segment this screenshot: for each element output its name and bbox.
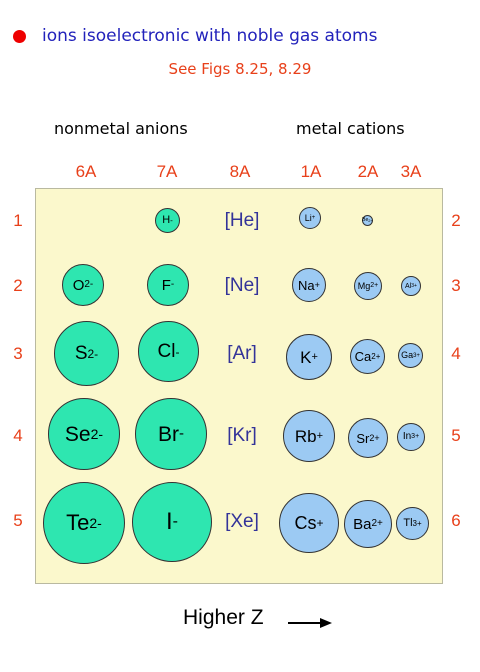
ion-circle-li: Li+ bbox=[299, 207, 321, 229]
period-label-right: 3 bbox=[451, 276, 461, 295]
noble-gas-kr: [Kr] bbox=[227, 425, 257, 446]
group-label-2a: 2A bbox=[357, 162, 379, 181]
ion-circle-rb: Rb+ bbox=[283, 410, 335, 462]
higher-z-label: Higher Z bbox=[183, 606, 264, 629]
ion-circle-f: F- bbox=[147, 264, 189, 306]
ion-circle-cl: Cl- bbox=[138, 321, 199, 382]
group-label-1a: 1A bbox=[300, 162, 322, 181]
period-label-right: 6 bbox=[451, 511, 461, 530]
group-label-7a: 7A bbox=[156, 162, 178, 181]
ion-symbol: Na bbox=[298, 277, 315, 293]
ion-symbol: Ga bbox=[401, 350, 414, 360]
period-label-left: 1 bbox=[13, 211, 23, 230]
ion-symbol: I bbox=[166, 508, 173, 535]
right-arrow-icon bbox=[288, 618, 332, 628]
ion-circle-k: K+ bbox=[286, 334, 332, 380]
ion-symbol: In bbox=[402, 431, 412, 442]
ion-symbol: F bbox=[161, 276, 171, 294]
cations-section-label: metal cations bbox=[296, 119, 405, 138]
ion-symbol: Mg bbox=[357, 280, 371, 291]
ion-symbol: Li bbox=[304, 212, 312, 223]
ion-symbol: Cs bbox=[294, 513, 317, 533]
ion-symbol: S bbox=[74, 343, 88, 364]
period-label-right: 4 bbox=[451, 344, 461, 363]
ion-circle-i: I- bbox=[132, 482, 212, 562]
period-label-left: 5 bbox=[13, 511, 23, 530]
group-label-3a: 3A bbox=[400, 162, 422, 181]
ion-symbol: Rb bbox=[294, 426, 317, 446]
ion-symbol: Al bbox=[405, 282, 412, 290]
noble-gas-ne: [Ne] bbox=[224, 275, 260, 296]
ion-symbol: Ca bbox=[354, 349, 372, 364]
ion-symbol: Ba bbox=[353, 515, 372, 533]
ion-symbol: Cl bbox=[157, 341, 176, 362]
group-label-8a: 8A bbox=[229, 162, 251, 181]
ion-symbol: Tl bbox=[403, 517, 413, 529]
ion-circle-cs: Cs+ bbox=[279, 493, 339, 553]
page-title: ions isoelectronic with noble gas atoms bbox=[42, 26, 378, 46]
anions-section-label: nonmetal anions bbox=[54, 119, 188, 138]
period-label-right: 5 bbox=[451, 426, 461, 445]
period-label-left: 3 bbox=[13, 344, 23, 363]
ion-symbol: Se bbox=[64, 422, 91, 446]
ion-symbol: K bbox=[300, 347, 312, 367]
ion-symbol: Br bbox=[158, 422, 179, 446]
ion-symbol: Te bbox=[66, 510, 90, 535]
ion-circle-na: Na+ bbox=[292, 268, 326, 302]
noble-gas-he: [He] bbox=[224, 210, 260, 231]
noble-gas-ar: [Ar] bbox=[227, 343, 257, 364]
period-label-left: 4 bbox=[13, 426, 23, 445]
period-label-right: 2 bbox=[451, 211, 461, 230]
noble-gas-xe: [Xe] bbox=[225, 511, 259, 532]
period-label-left: 2 bbox=[13, 276, 23, 295]
page-subtitle: See Figs 8.25, 8.29 bbox=[168, 60, 312, 78]
ion-symbol: O bbox=[72, 276, 85, 294]
ion-circle-h: H- bbox=[155, 208, 180, 233]
bullet-dot bbox=[13, 30, 26, 43]
ion-circle-br: Br- bbox=[135, 398, 207, 470]
ion-symbol: Sr bbox=[356, 430, 370, 446]
ion-symbol: Be bbox=[362, 217, 369, 223]
group-label-6a: 6A bbox=[75, 162, 97, 181]
ion-symbol: H bbox=[162, 214, 171, 226]
